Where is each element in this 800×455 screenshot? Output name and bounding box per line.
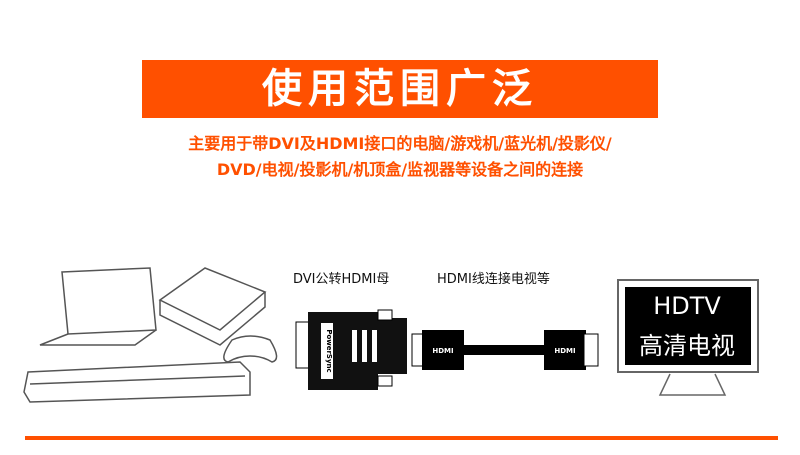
dvd-player-icon — [23, 361, 251, 403]
tv-text-hdtv: HDTV — [653, 292, 721, 320]
cable-label: HDMI线连接电视等 — [437, 272, 550, 287]
subtitle-line-2: DVD/电视/投影机/机顶盒/监视器等设备之间的连接 — [216, 160, 584, 179]
game-console-icon — [158, 267, 267, 346]
adapter-label: DVI公转HDMI母 — [293, 272, 390, 287]
gamepad-icon — [223, 335, 278, 363]
tv-text-hd: 高清电视 — [639, 332, 735, 360]
laptop-icon — [39, 267, 157, 346]
subtitle-line-1: 主要用于带DVI及HDMI接口的电脑/游戏机/蓝光机/投影仪/ — [188, 134, 612, 153]
hdmi-cable-icon — [411, 330, 599, 370]
tv-icon — [617, 279, 759, 396]
hdmi-plug-label-right: HDMI — [554, 347, 575, 355]
bottom-divider — [25, 436, 778, 440]
dvi-adapter-icon — [295, 309, 407, 390]
hdmi-plug-label-left: HDMI — [432, 347, 453, 355]
adapter-brand-text: PowerSync — [325, 329, 333, 372]
title-banner: 使用范围广泛 — [142, 60, 658, 118]
